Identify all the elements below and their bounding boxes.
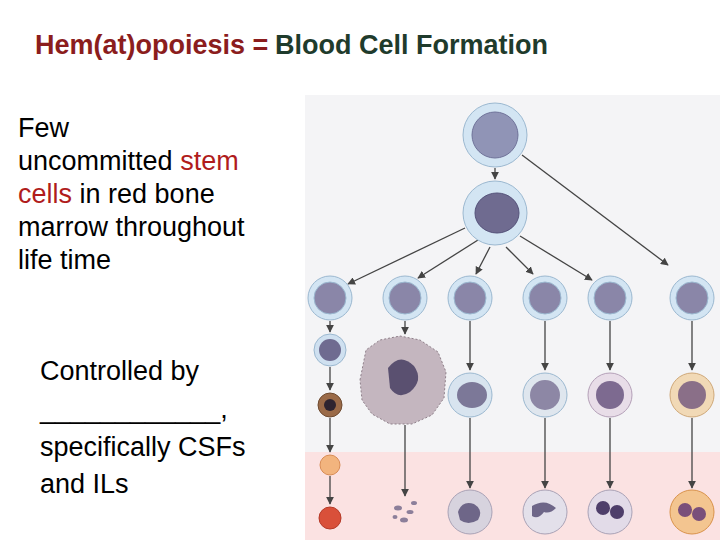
blood-band [305,452,720,540]
title-term: Hem(at)opoiesis = [35,30,268,60]
body-text: Few uncommitted [18,113,173,176]
progenitor-cell [463,181,527,245]
panel-background [305,95,720,540]
body-paragraph: Few uncommittedstem cellsin red bone mar… [18,112,280,277]
megakaryocyte [360,336,446,424]
platelets [393,501,418,523]
title-meaning: Blood Cell Formation [275,30,548,60]
lineage-arrows [330,155,692,504]
myeloid-lymphoid-cells [448,373,714,534]
fill-in-text: Controlled by ____________, specifically… [40,353,260,504]
erythroid-line [314,334,346,529]
stem-cell [463,103,527,167]
slide-title: Hem(at)opoiesis =Blood Cell Formation [35,30,555,61]
progenitor-row [308,276,714,320]
